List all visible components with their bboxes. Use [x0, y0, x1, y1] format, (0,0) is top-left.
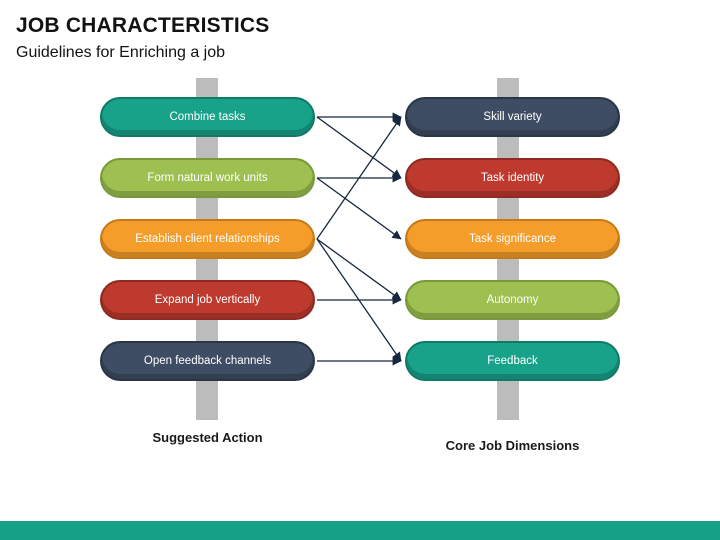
arrow-establish-client-relationships-to-skill-variety [316, 116, 402, 240]
left-column-label: Suggested Action [152, 430, 263, 445]
dimension-pill-autonomy: Autonomy [405, 280, 620, 320]
dimension-pill-feedback: Feedback [405, 341, 620, 381]
footer-accent-bar [0, 521, 720, 540]
dimension-pill-task-identity: Task identity [405, 158, 620, 198]
action-pill-establish-client-relationships: Establish client relationships [100, 219, 315, 259]
dimension-pill-skill-variety: Skill variety [405, 97, 620, 137]
arrow-combine-tasks-to-task-identity [316, 116, 402, 179]
action-pill-form-natural-work-units: Form natural work units [100, 158, 315, 198]
arrow-form-natural-work-units-to-task-significance [316, 177, 402, 240]
right-column-label: Core Job Dimensions [445, 438, 580, 453]
action-pill-open-feedback-channels: Open feedback channels [100, 341, 315, 381]
arrow-establish-client-relationships-to-feedback [316, 238, 402, 362]
action-pill-expand-job-vertically: Expand job vertically [100, 280, 315, 320]
action-pill-combine-tasks: Combine tasks [100, 97, 315, 137]
dimension-pill-task-significance: Task significance [405, 219, 620, 259]
page-subtitle: Guidelines for Enriching a job [16, 44, 226, 61]
arrow-establish-client-relationships-to-autonomy [316, 238, 402, 301]
page-title: JOB CHARACTERISTICS [16, 14, 270, 37]
